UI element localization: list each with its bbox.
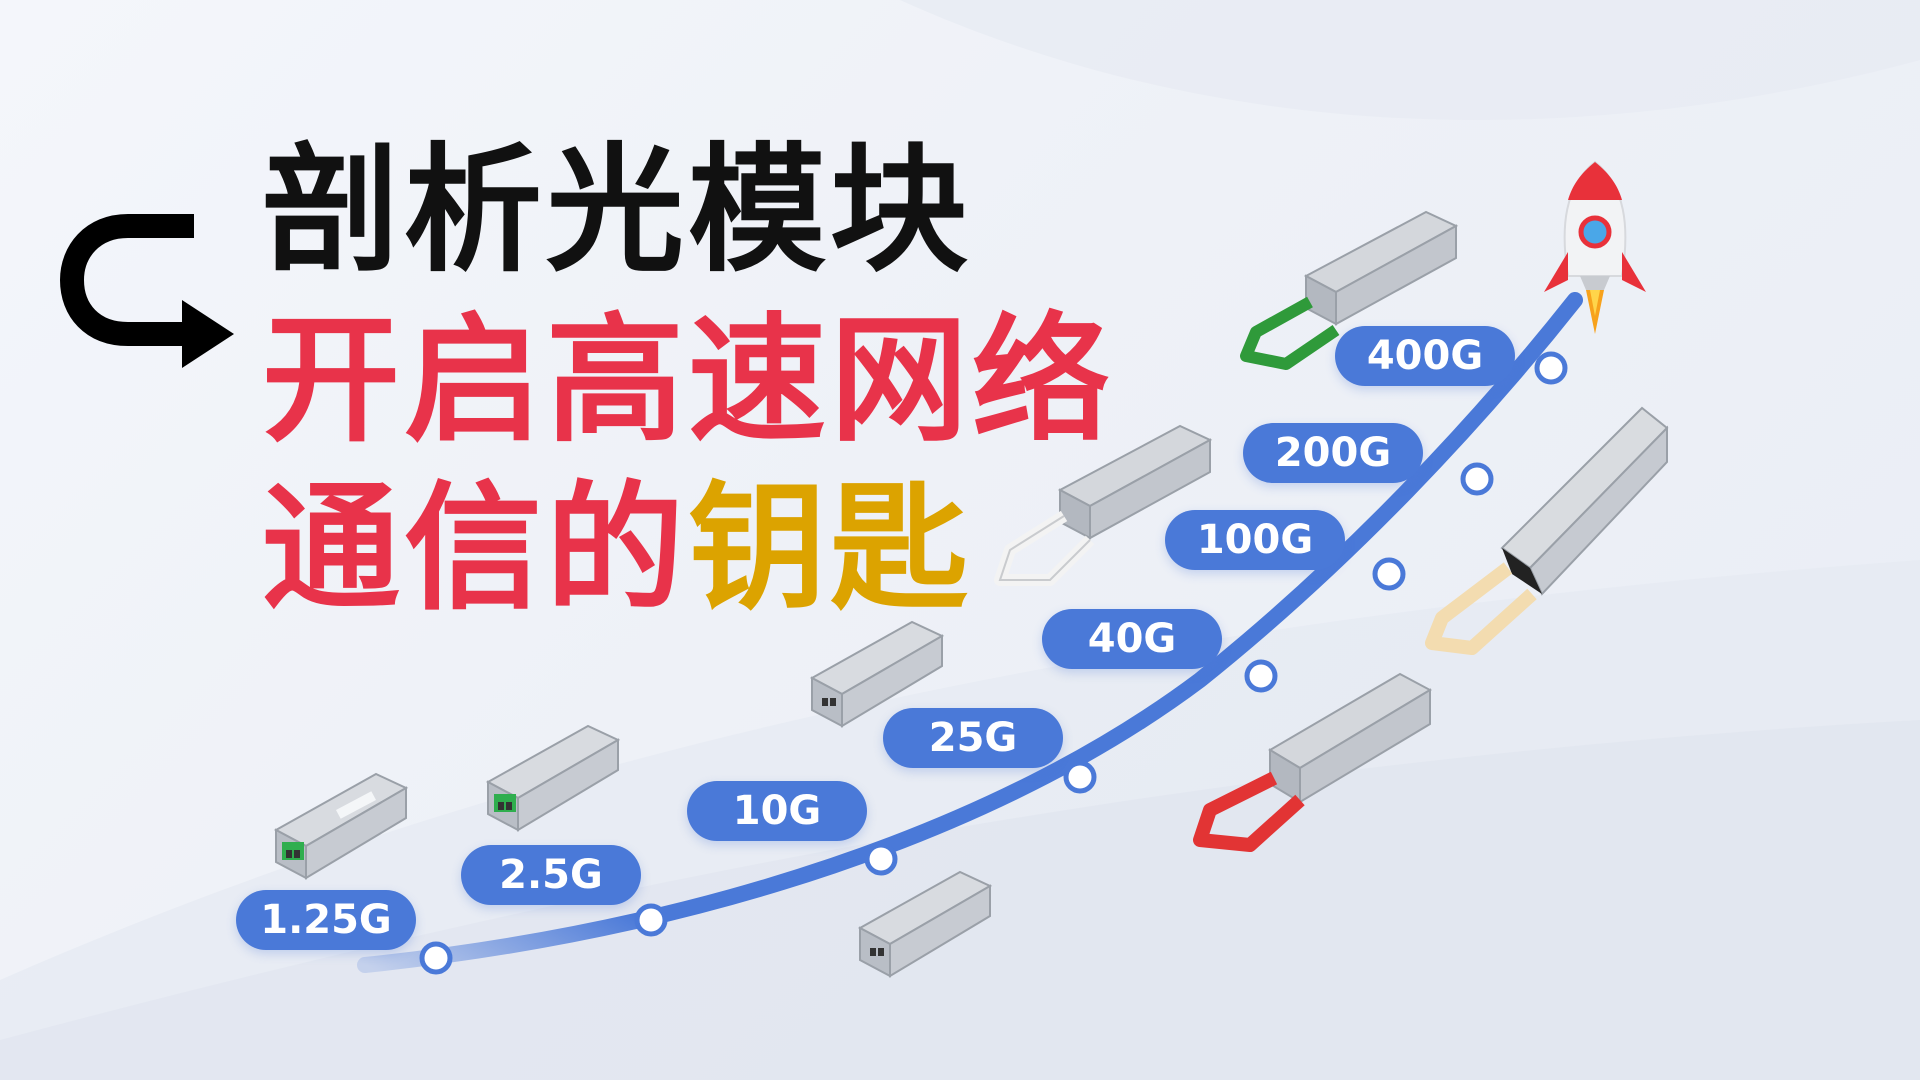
speed-label-2-5g: 2.5G [461, 845, 641, 905]
speed-label-1-25g: 1.25G [236, 890, 416, 950]
curve-node [1063, 760, 1097, 794]
curve-node [1372, 557, 1406, 591]
rocket-icon [1544, 160, 1646, 334]
title-line-3-accent: 钥匙 [688, 468, 973, 629]
title-line-3: 通信的钥匙 [262, 436, 972, 636]
qsfp-module-white [994, 424, 1213, 586]
sfp-module-2-5g [485, 724, 621, 832]
sfp-module-1-25g [273, 772, 409, 880]
curve-node [634, 903, 668, 937]
speed-label-10g: 10G [687, 781, 867, 841]
speed-label-400g: 400G [1335, 326, 1515, 386]
title-line-3-main: 通信的 [262, 468, 689, 629]
speed-label-40g: 40G [1042, 609, 1222, 669]
qsfp-module-beige [1425, 406, 1669, 655]
sfp-module-10g [857, 870, 993, 978]
qsfp-module-green [1240, 210, 1459, 370]
speed-label-100g: 100G [1165, 510, 1345, 570]
curve-node [1244, 659, 1278, 693]
title-line-1: 剖析光模块 [262, 130, 973, 291]
sfp-module-25g [809, 620, 945, 728]
qsfp-module-red [1193, 672, 1433, 852]
title-line-2: 开启高速网络 [262, 300, 1115, 461]
curve-node [419, 941, 453, 975]
curve-node [1534, 351, 1568, 385]
curve-node [1460, 462, 1494, 496]
speed-label-200g: 200G [1243, 423, 1423, 483]
curve-nodes [419, 351, 1568, 975]
speed-label-25g: 25G [883, 708, 1063, 768]
curve-node [864, 842, 898, 876]
curved-arrow-icon [59, 214, 234, 368]
